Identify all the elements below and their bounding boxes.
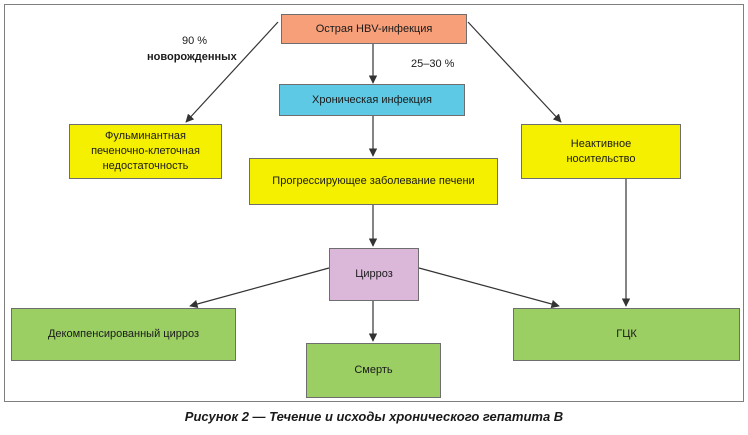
label-newborns: новорожденных: [147, 51, 237, 63]
node-hcc: ГЦК: [513, 308, 740, 361]
node-decompensated-label: Декомпенсированный цирроз: [47, 328, 200, 340]
node-progressive-liver-disease: Прогрессирующее заболевание печени: [249, 158, 498, 205]
figure-caption: Рисунок 2 — Течение и исходы хроническог…: [184, 409, 564, 424]
label-25-30-percent: 25–30 %: [411, 58, 455, 70]
arrow-acute-inactive: [467, 21, 562, 123]
node-inactive-label: Неактивное носительство: [566, 137, 636, 165]
node-fulminant-failure: Фульминантная печеночно-клеточная недост…: [69, 124, 222, 179]
node-progressive-label: Прогрессирующее заболевание печени: [272, 175, 475, 187]
node-decompensated-cirrhosis: Декомпенсированный цирроз: [11, 308, 236, 361]
node-fulminant-label: Фульминантная печеночно-клеточная недост…: [91, 130, 200, 172]
arrow-cirrhosis-decompensated: [189, 267, 330, 309]
node-inactive-carrier: Неактивное носительство: [521, 124, 681, 179]
arrow-acute-fulminant: [185, 21, 279, 123]
node-death-label: Смерть: [354, 364, 393, 376]
label-90-percent: 90 %: [182, 35, 208, 47]
node-cirrhosis-label: Цирроз: [355, 268, 393, 280]
arrow-cirrhosis-hcc: [418, 267, 560, 309]
node-cirrhosis: Цирроз: [329, 248, 419, 301]
node-hcc-label: ГЦК: [616, 328, 637, 340]
node-acute-label: Острая HBV-инфекция: [315, 22, 433, 35]
node-chronic-infection: Хроническая инфекция: [279, 84, 465, 116]
node-death: Смерть: [306, 343, 441, 398]
node-chronic-label: Хроническая инфекция: [312, 93, 432, 106]
node-acute-hbv-infection: Острая HBV-инфекция: [281, 14, 467, 44]
